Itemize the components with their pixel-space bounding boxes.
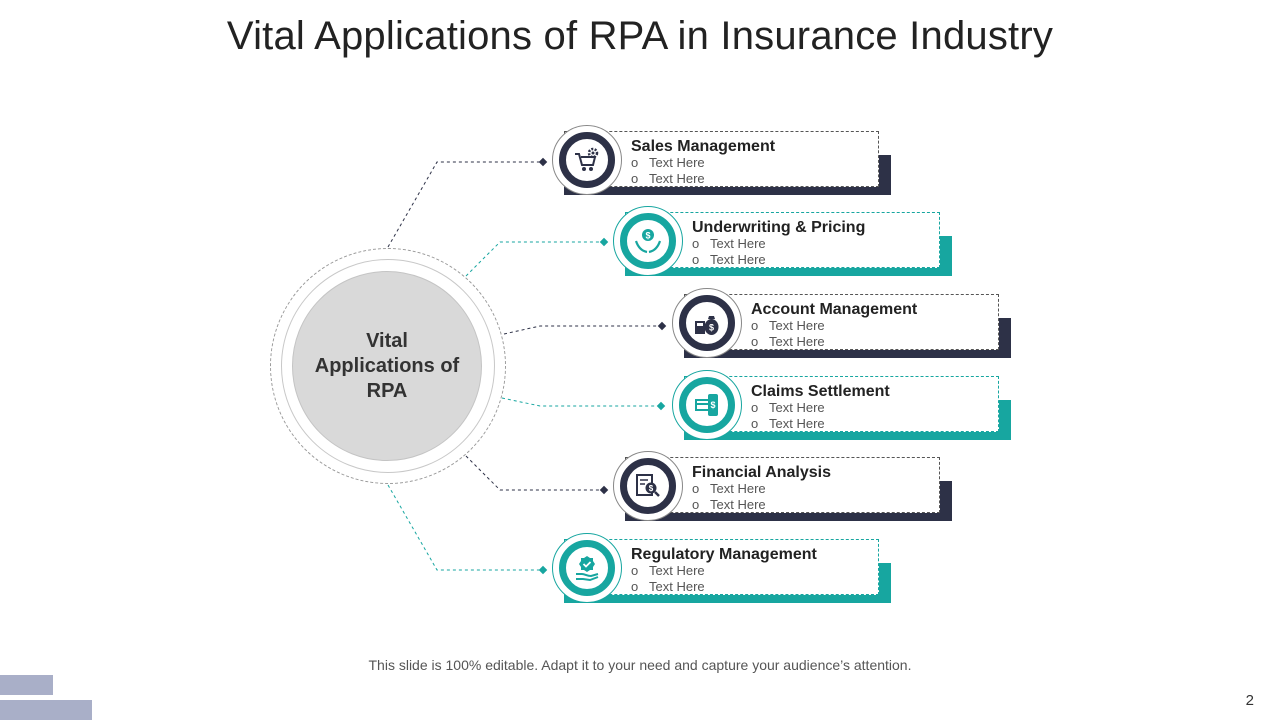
item-heading: Account Management xyxy=(751,301,918,318)
page-number: 2 xyxy=(1245,692,1254,709)
icon-ring: $ xyxy=(672,288,742,358)
connector-account xyxy=(503,325,662,335)
svg-text:$: $ xyxy=(649,484,654,493)
svg-text:$: $ xyxy=(709,323,714,333)
icon-ring xyxy=(552,533,622,603)
footer-note: This slide is 100% editable. Adapt it to… xyxy=(368,657,912,673)
cart-gear-icon xyxy=(575,147,599,171)
corner-decoration-bar xyxy=(0,700,92,720)
svg-text:$: $ xyxy=(645,231,650,241)
connector-sales xyxy=(387,161,543,248)
hub-circle: Vital Applications of RPA xyxy=(292,271,482,461)
icon-ring: $ xyxy=(672,370,742,440)
svg-text:$: $ xyxy=(710,400,715,410)
connector-underwriting xyxy=(465,241,604,277)
hub-dashed-ring xyxy=(270,248,506,484)
document-magnifier-icon: $ xyxy=(636,474,660,497)
icon-ring: $ xyxy=(613,451,683,521)
item-heading: Regulatory Management xyxy=(631,546,817,563)
hand-coin-icon: $ xyxy=(634,229,662,254)
item-heading: Sales Management xyxy=(631,138,776,155)
corner-decoration-bar xyxy=(0,675,53,695)
item-heading: Claims Settlement xyxy=(751,383,890,400)
slide-title: Vital Applications of RPA in Insurance I… xyxy=(226,14,1054,58)
item-heading: Underwriting & Pricing xyxy=(692,219,866,236)
mobile-payment-icon: $ xyxy=(695,394,718,416)
icon-ring: $ xyxy=(613,206,683,276)
hand-badge-icon xyxy=(576,556,599,582)
connector-financial xyxy=(465,455,604,491)
calculator-moneybag-icon: $ xyxy=(695,316,719,335)
icon-ring xyxy=(552,125,622,195)
connector-claims xyxy=(501,397,661,407)
item-heading: Financial Analysis xyxy=(692,464,832,481)
hub-label: Vital Applications of RPA xyxy=(314,329,460,402)
connector-regulatory xyxy=(387,484,543,571)
